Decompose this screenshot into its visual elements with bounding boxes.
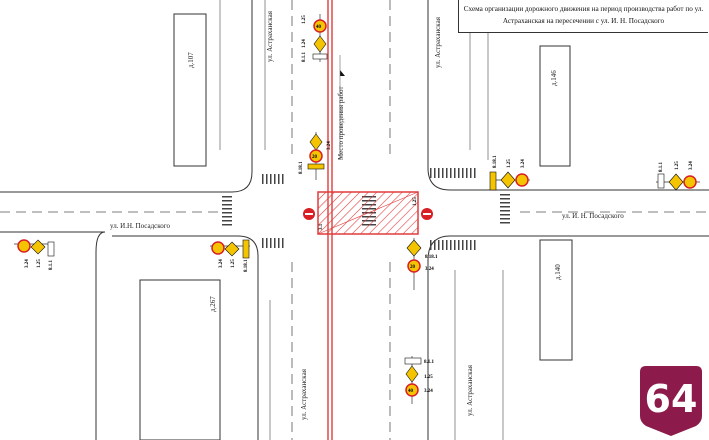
curb-top-left: [0, 0, 253, 193]
svg-text:1.25: 1.25: [507, 159, 512, 168]
info-plate-icon: [47, 241, 55, 257]
svg-text:3.1: 3.1: [319, 223, 324, 230]
buildings: [139, 13, 573, 440]
crosswalk-east: [500, 194, 510, 224]
svg-text:8.1.1: 8.1.1: [424, 360, 435, 365]
sign-cluster-west-2: 3.24 1.25 8.18.1: [210, 239, 250, 272]
sign-cluster-south-2: 40 8.1.1 1.25 3.24: [404, 356, 435, 404]
region-badge-label: 64: [644, 377, 698, 421]
building-146: [539, 45, 571, 167]
speed-limit-20-icon: [515, 173, 529, 187]
svg-text:20: 20: [312, 155, 318, 160]
region-badge-icon: [640, 366, 702, 436]
info-plate-icon: [312, 53, 328, 60]
crosswalk-north: [262, 168, 476, 184]
speed-limit-40-icon: [683, 175, 697, 189]
svg-text:8.18.1: 8.18.1: [299, 161, 304, 174]
svg-text:8.1.1: 8.1.1: [302, 52, 307, 63]
roadworks-sign-icon: [500, 171, 516, 189]
building-label-107: д.107: [187, 52, 195, 68]
svg-text:8.1.1: 8.1.1: [49, 260, 54, 271]
svg-text:1.25: 1.25: [231, 259, 236, 268]
roadworks-sign-icon: [405, 365, 419, 383]
detour-plate-icon: [242, 239, 250, 259]
info-plate-icon: [404, 357, 422, 365]
building-140: [539, 239, 573, 361]
svg-text:40: 40: [316, 25, 322, 30]
svg-text:1.25: 1.25: [424, 375, 433, 380]
svg-text:1.25: 1.25: [675, 161, 680, 170]
roadworks-sign-icon: [309, 133, 323, 151]
svg-text:3.24: 3.24: [689, 161, 694, 170]
street-label-astrakh-top-right: ул. Астраханская: [434, 16, 442, 68]
detour-plate-icon: [489, 171, 497, 191]
street-label-astrakh-bottom-left: ул. Астраханская: [300, 368, 308, 420]
roadworks-sign-icon: [668, 173, 684, 191]
sign-cluster-east-2: 8.1.1 1.25 3.24: [656, 161, 700, 191]
speed-limit-20-icon: [309, 149, 323, 163]
building-label-267: д.267: [209, 296, 217, 312]
speed-limit-20-icon: [211, 241, 225, 255]
street-label-posadskogo-left: ул. И.Н. Посадского: [110, 222, 170, 230]
roadworks-sign-icon: [313, 35, 327, 53]
svg-text:3.24: 3.24: [424, 389, 433, 394]
svg-text:8.18.1: 8.18.1: [244, 259, 249, 272]
building-label-146: д.146: [550, 70, 558, 86]
building-267: [139, 279, 221, 440]
speed-limit-40-icon: [405, 383, 419, 397]
svg-text:40: 40: [408, 389, 414, 394]
detour-plate-icon: [307, 163, 325, 170]
street-label-astrakh-top-left: ул. Астраханская: [266, 10, 274, 62]
street-label-posadskogo-right: ул. И. Н. Посадского: [562, 212, 624, 220]
curb-bottom-left-a: [0, 231, 106, 440]
roadworks-sign-icon: [30, 239, 46, 255]
svg-text:1.25: 1.25: [413, 197, 418, 206]
work-zone-label: Место проведения работ: [337, 86, 345, 160]
building-107: [173, 13, 207, 167]
svg-text:8.1.1: 8.1.1: [659, 162, 664, 173]
speed-limit-40-icon: [313, 19, 327, 33]
sign-cluster-north-2: 20 8.18.1 3.24: [299, 132, 332, 180]
scheme-title: Схема организации дорожного движения на …: [458, 0, 708, 33]
crosswalk-west: [222, 196, 232, 226]
svg-text:1.24: 1.24: [302, 39, 307, 48]
curb-top-right: [427, 0, 709, 191]
svg-text:3.24: 3.24: [425, 267, 434, 272]
no-entry-signs: 3.1 1.25: [303, 197, 433, 230]
pointer-arrow: [340, 70, 345, 76]
roadworks-sign-icon: [224, 241, 240, 257]
svg-text:3.24: 3.24: [327, 141, 332, 150]
svg-text:1.25: 1.25: [302, 15, 307, 24]
svg-text:8.18.1: 8.18.1: [425, 255, 438, 260]
svg-text:3.24: 3.24: [219, 259, 224, 268]
curb-bottom-left-b: [112, 235, 259, 440]
svg-text:8.18.1: 8.18.1: [493, 155, 498, 168]
svg-text:1.25: 1.25: [37, 259, 42, 268]
work-zone-diagonal: [317, 191, 419, 235]
svg-text:3.24: 3.24: [25, 259, 30, 268]
sidewalk-lines: [219, 0, 504, 440]
crosswalk-south: [262, 238, 476, 250]
speed-limit-40-icon: [17, 239, 31, 253]
building-label-140: д.140: [554, 264, 562, 280]
sign-cluster-east: 8.18.1 1.25 3.24: [489, 155, 530, 191]
info-plate-icon: [657, 173, 665, 189]
sign-cluster-north: 40 1.25 1.24 8.1.1: [302, 14, 328, 63]
curb-bottom-right: [427, 235, 709, 440]
roadworks-sign-icon: [406, 239, 422, 257]
speed-limit-20-icon: [407, 259, 421, 273]
svg-text:3.24: 3.24: [521, 159, 526, 168]
svg-text:20: 20: [410, 265, 416, 270]
sign-cluster-west: 3.24 1.25 8.1.1: [14, 239, 55, 271]
street-label-astrakh-bottom-right: ул. Астраханская: [466, 364, 474, 416]
sign-cluster-south: 20 8.18.1 3.24: [406, 238, 438, 290]
